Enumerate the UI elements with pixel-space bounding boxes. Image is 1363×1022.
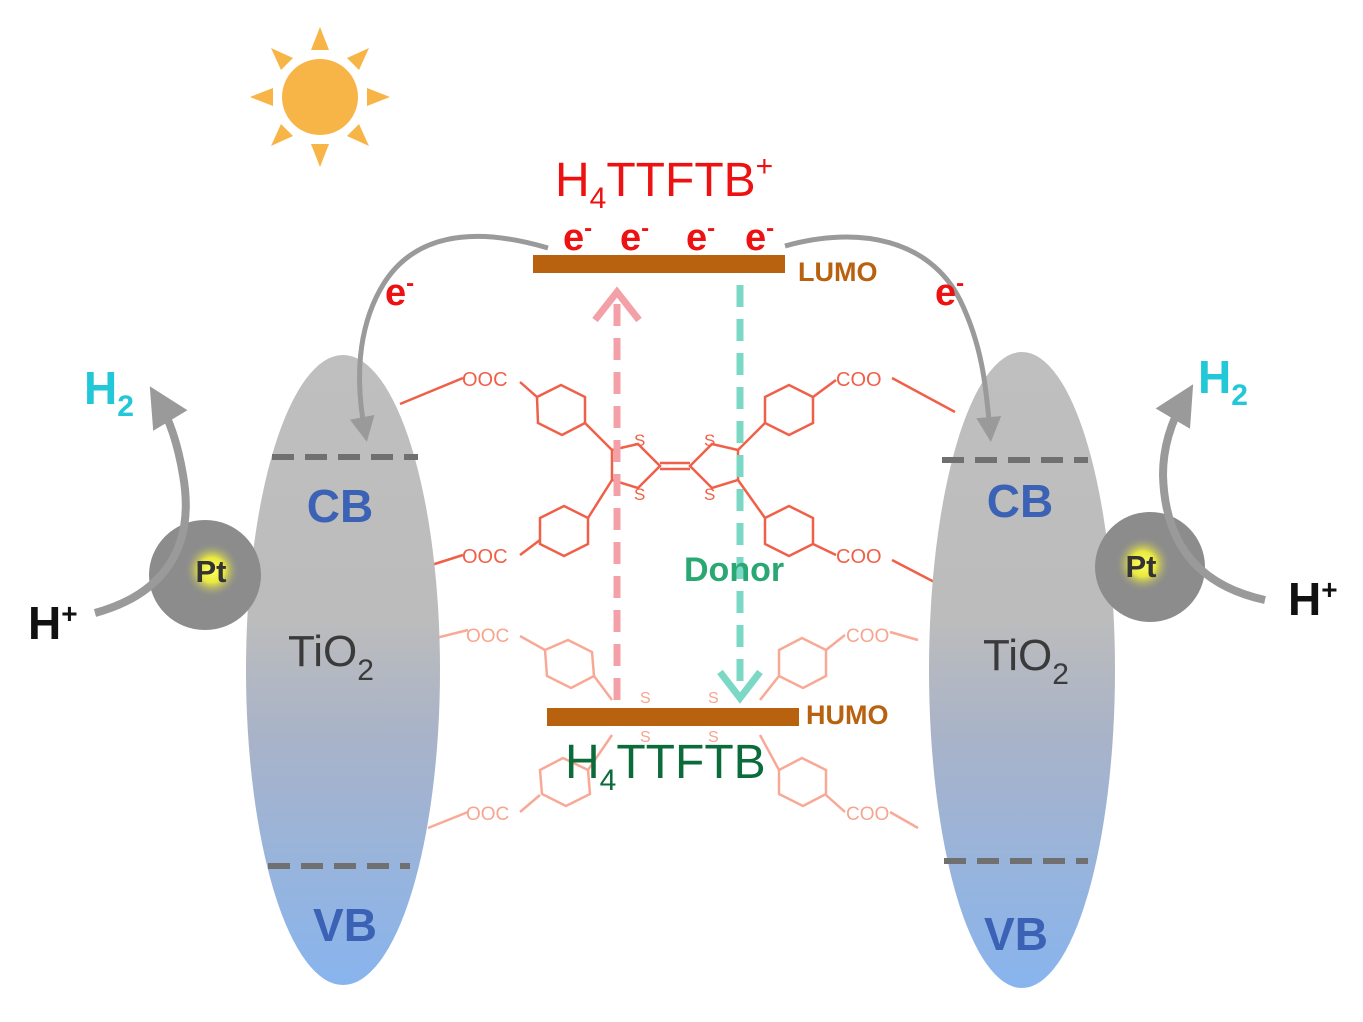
benzene-ring xyxy=(763,383,815,437)
tio2-label: TiO2 xyxy=(983,631,1069,691)
pt-label: Pt xyxy=(196,554,227,589)
tio2-label: TiO2 xyxy=(288,627,374,687)
carboxylate-label: COO xyxy=(836,546,882,568)
electron-label: e- xyxy=(563,215,592,259)
humo-level-bar xyxy=(547,708,799,726)
cb-label: CB xyxy=(307,480,373,532)
benzene-ring xyxy=(763,504,815,558)
sulfur-atom-label: S xyxy=(634,431,645,450)
carboxylate-label: OOC xyxy=(462,369,508,391)
carboxylate-label: COO xyxy=(846,804,889,825)
pt-particle-right: Pt xyxy=(1095,512,1205,622)
sulfur-atom-label: S xyxy=(708,690,719,707)
electron-label: e- xyxy=(745,215,774,259)
lumo-label: LUMO xyxy=(798,257,877,287)
molecule-h4ttftb xyxy=(399,376,956,587)
benzene-ring xyxy=(538,756,592,808)
tio2-particle-right: CB VB TiO2 xyxy=(929,352,1115,988)
electron-label: e- xyxy=(385,270,414,314)
sulfur-atom-label: S xyxy=(708,729,719,746)
sulfur-atom-label: S xyxy=(640,690,651,707)
sulfur-atom-label: S xyxy=(640,729,651,746)
carboxylate-label: COO xyxy=(836,369,882,391)
dithiole-ring xyxy=(610,442,662,490)
h-plus-label: H+ xyxy=(1288,573,1338,625)
electron-transfer-arrow-right xyxy=(784,234,1002,442)
dithiole-ring xyxy=(688,442,740,490)
excitation-arrowhead xyxy=(592,286,642,323)
cb-label: CB xyxy=(987,475,1053,527)
humo-label: HUMO xyxy=(806,700,889,730)
carboxylate-label: OOC xyxy=(466,626,509,647)
carboxylate-label: OOC xyxy=(462,546,508,568)
h2-label: H2 xyxy=(84,362,134,423)
benzene-ring xyxy=(538,504,590,558)
bond-line xyxy=(399,376,464,406)
electron-transfer-arrow-left xyxy=(349,233,549,442)
benzene-ring xyxy=(543,638,596,690)
vb-label: VB xyxy=(984,908,1048,960)
ground-state-title: H4TTFTB xyxy=(565,736,766,797)
benzene-ring xyxy=(535,383,587,437)
curved-arrow xyxy=(93,386,190,617)
relaxation-arrowhead xyxy=(717,669,763,704)
benzene-ring xyxy=(777,636,828,690)
h-plus-label: H+ xyxy=(28,597,78,649)
electron-label: e- xyxy=(686,215,715,259)
pt-label: Pt xyxy=(1126,549,1157,584)
carboxylate-label: OOC xyxy=(466,804,509,825)
vb-label: VB xyxy=(313,899,377,951)
lumo-level-bar xyxy=(533,255,785,273)
electron-label: e- xyxy=(620,215,649,259)
molecule-ground-state xyxy=(427,628,919,830)
carboxylate-label: COO xyxy=(846,626,889,647)
tio2-particle-left: CB VB TiO2 xyxy=(246,355,440,985)
benzene-ring xyxy=(777,756,828,808)
sulfur-atom-label: S xyxy=(704,485,715,504)
curved-arrow xyxy=(1155,384,1266,604)
excited-state-title: H4TTFTB+ xyxy=(555,150,773,215)
h2-label: H2 xyxy=(1198,351,1248,412)
donor-label: Donor xyxy=(684,551,784,589)
sulfur-atom-label: S xyxy=(704,431,715,450)
sulfur-atom-label: S xyxy=(634,485,645,504)
sun-icon xyxy=(250,27,390,167)
electron-label: e- xyxy=(935,270,964,314)
